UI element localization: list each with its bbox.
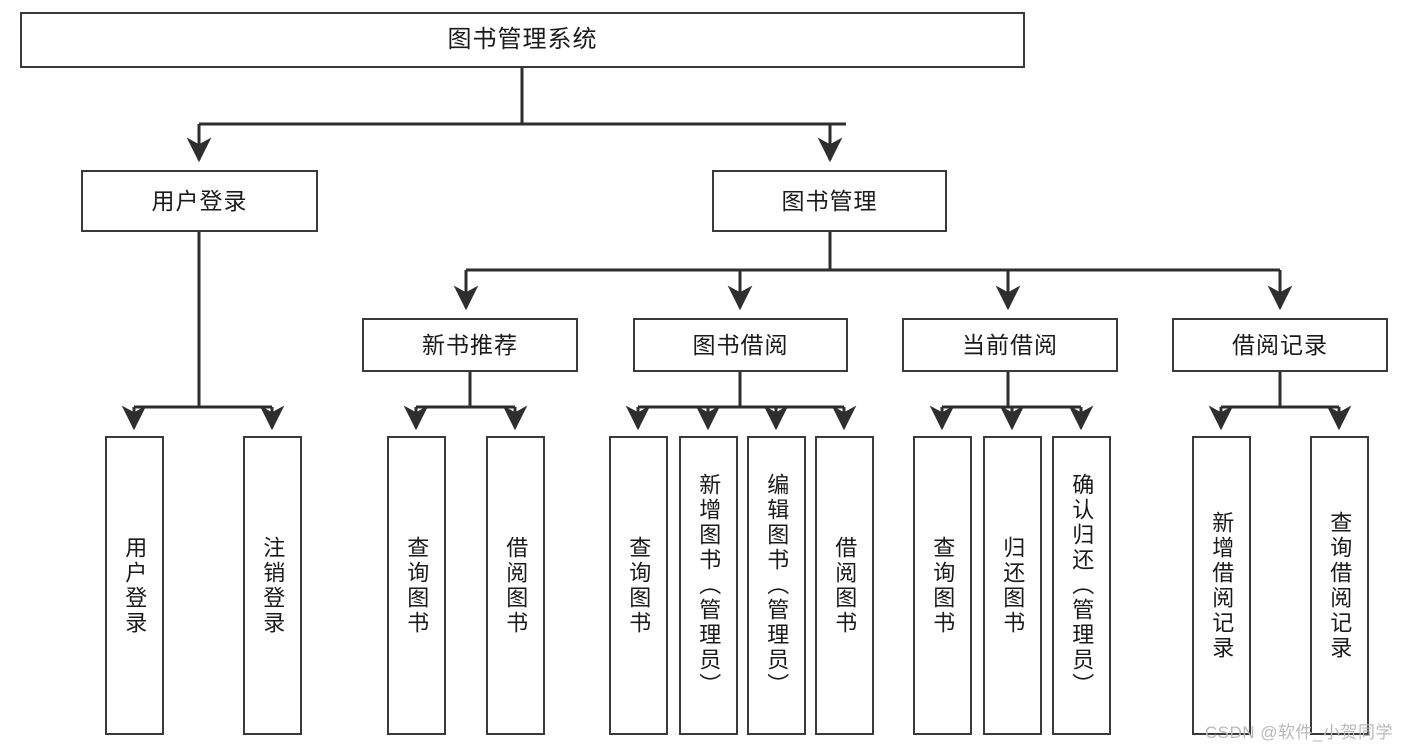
node-new-book-recommend[interactable]: 新书推荐 [362,318,578,372]
node-new-book-recommend-label: 新书推荐 [422,331,518,358]
node-root[interactable]: 图书管理系统 [20,12,1025,68]
node-book-manage-label: 图书管理 [781,187,878,214]
node-leaf-return-book-label: 归还图书 [1000,535,1026,636]
node-book-manage[interactable]: 图书管理 [712,170,947,232]
node-leaf-add-record[interactable]: 新增借阅记录 [1192,436,1251,735]
node-leaf-user-logout[interactable]: 注销登录 [243,436,302,735]
node-book-borrow[interactable]: 图书借阅 [633,318,848,372]
node-leaf-query-book-cb[interactable]: 查询图书 [913,436,972,735]
node-leaf-add-book-label: 新增图书（管理员） [696,473,722,698]
node-leaf-query-book-bb[interactable]: 查询图书 [609,436,668,735]
node-user-login-label: 用户登录 [151,187,248,214]
node-leaf-confirm-return[interactable]: 确认归还（管理员） [1052,436,1111,735]
node-leaf-borrow-book-rec-label: 借阅图书 [503,535,529,636]
new-book-recommend-to-leaves-connectors [403,372,528,431]
node-user-login[interactable]: 用户登录 [81,170,318,232]
node-leaf-query-book-rec[interactable]: 查询图书 [387,436,446,735]
node-root-label: 图书管理系统 [447,26,598,53]
node-borrow-record-label: 借阅记录 [1232,331,1328,358]
node-leaf-return-book[interactable]: 归还图书 [983,436,1042,735]
node-current-borrow-label: 当前借阅 [962,331,1058,358]
node-leaf-edit-book[interactable]: 编辑图书（管理员） [747,436,806,735]
node-leaf-user-login-label: 用户登录 [122,535,148,636]
node-leaf-query-record-label: 查询借阅记录 [1327,510,1353,661]
node-leaf-add-book[interactable]: 新增图书（管理员） [679,436,738,735]
book-manage-to-level2-connectors [453,232,1293,311]
node-current-borrow[interactable]: 当前借阅 [902,318,1118,372]
node-leaf-user-login[interactable]: 用户登录 [105,436,164,735]
borrow-record-to-leaves-connectors [1208,372,1352,431]
node-book-borrow-label: 图书借阅 [692,331,789,358]
node-leaf-borrow-book-bb[interactable]: 借阅图书 [815,436,874,735]
root-to-level1-connectors [186,68,846,163]
node-leaf-add-record-label: 新增借阅记录 [1209,510,1235,661]
node-leaf-query-record[interactable]: 查询借阅记录 [1310,436,1369,735]
user-login-to-leaves-connectors [121,232,285,431]
node-leaf-borrow-book-rec[interactable]: 借阅图书 [486,436,545,735]
node-leaf-query-book-cb-label: 查询图书 [930,535,956,636]
current-borrow-to-leaves-connectors [929,372,1094,431]
node-leaf-borrow-book-bb-label: 借阅图书 [832,535,858,636]
node-leaf-query-book-bb-label: 查询图书 [626,535,652,636]
node-borrow-record[interactable]: 借阅记录 [1172,318,1388,372]
node-leaf-edit-book-label: 编辑图书（管理员） [764,473,790,698]
node-leaf-query-book-rec-label: 查询图书 [404,535,430,636]
node-leaf-confirm-return-label: 确认归还（管理员） [1069,473,1095,698]
book-borrow-to-leaves-connectors [625,372,857,431]
node-leaf-user-logout-label: 注销登录 [260,535,286,636]
